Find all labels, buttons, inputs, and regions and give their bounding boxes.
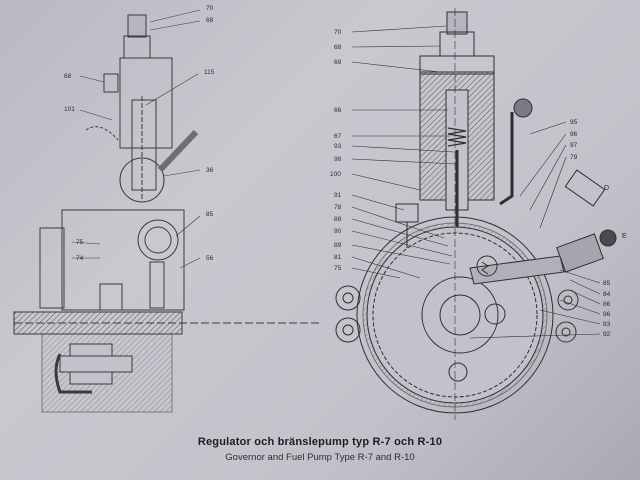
callout-label: 84 bbox=[603, 291, 611, 298]
callout-label: 81 bbox=[334, 254, 342, 261]
callout-label: 68 bbox=[334, 44, 342, 51]
callout-label: 93 bbox=[334, 143, 342, 150]
caption-english: Governor and Fuel Pump Type R-7 and R-10 bbox=[225, 452, 415, 463]
callout-label: 56 bbox=[206, 255, 214, 262]
callout-label: 96 bbox=[603, 311, 611, 318]
callout-label: 101 bbox=[64, 106, 75, 113]
letter-label-e: E bbox=[622, 233, 627, 240]
callout-label: 66 bbox=[334, 107, 342, 114]
left-callout-leaders bbox=[71, 9, 201, 269]
callout-label: 83 bbox=[603, 321, 611, 328]
callout-label: 75 bbox=[76, 239, 84, 246]
callout-label: 67 bbox=[334, 133, 342, 140]
caption-swedish: Regulator och bränslepump typ R-7 och R-… bbox=[197, 436, 443, 448]
callout-label: 85 bbox=[206, 211, 214, 218]
callout-label: 70 bbox=[206, 5, 214, 12]
callout-label: 75 bbox=[334, 265, 342, 272]
right-callout-leaders bbox=[351, 25, 601, 339]
left-callout-labels: 70 68 68 115 101 36 85 75 74 56 bbox=[64, 5, 215, 262]
right-section-view bbox=[335, 8, 617, 420]
callout-label: 86 bbox=[603, 301, 611, 308]
callout-label: 74 bbox=[76, 255, 84, 262]
callout-label: 97 bbox=[570, 142, 578, 149]
callout-label: 98 bbox=[334, 156, 342, 163]
callout-label: 91 bbox=[334, 192, 342, 199]
left-side-view bbox=[13, 14, 320, 413]
callout-label: 92 bbox=[603, 331, 611, 338]
callout-label: 100 bbox=[330, 171, 341, 178]
callout-label: 95 bbox=[570, 119, 578, 126]
right-callout-labels: 70 68 69 66 67 93 98 100 91 78 88 90 89 … bbox=[330, 29, 627, 338]
callout-label: 90 bbox=[334, 228, 342, 235]
callout-label: 88 bbox=[334, 216, 342, 223]
callout-label: 89 bbox=[334, 242, 342, 249]
callout-label: 68 bbox=[64, 73, 72, 80]
callout-label: 36 bbox=[206, 167, 214, 174]
callout-label: 79 bbox=[570, 154, 578, 161]
callout-label: 85 bbox=[603, 280, 611, 287]
callout-label: 78 bbox=[334, 204, 342, 211]
callout-label: 96 bbox=[570, 131, 578, 138]
callout-label: 68 bbox=[206, 17, 214, 24]
callout-label: 115 bbox=[204, 69, 215, 76]
letter-label-d: D bbox=[604, 185, 609, 192]
callout-label: 69 bbox=[334, 59, 342, 66]
callout-label: 70 bbox=[334, 29, 342, 36]
